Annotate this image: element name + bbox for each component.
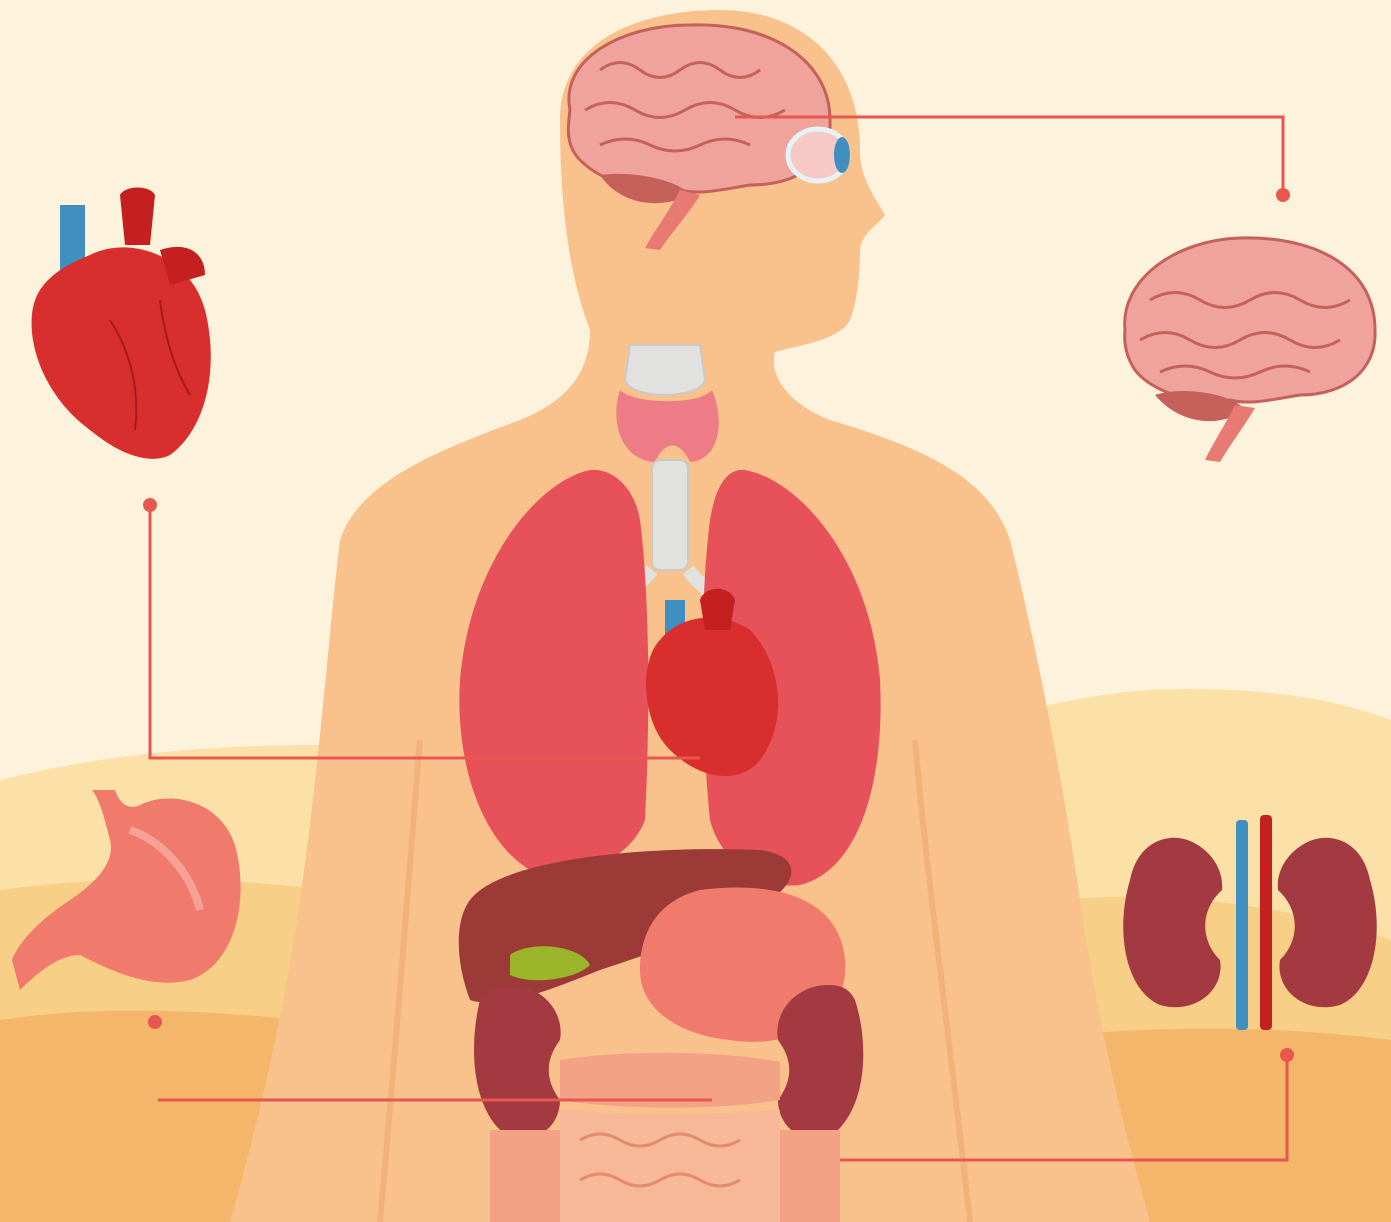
kidneys-connector-dot	[1280, 1048, 1294, 1062]
brain-connector-dot	[1276, 188, 1290, 202]
heart-connector-dot	[143, 498, 157, 512]
eye	[788, 129, 850, 181]
stomach-connector-dot	[148, 1015, 162, 1029]
thyroid	[616, 345, 718, 462]
